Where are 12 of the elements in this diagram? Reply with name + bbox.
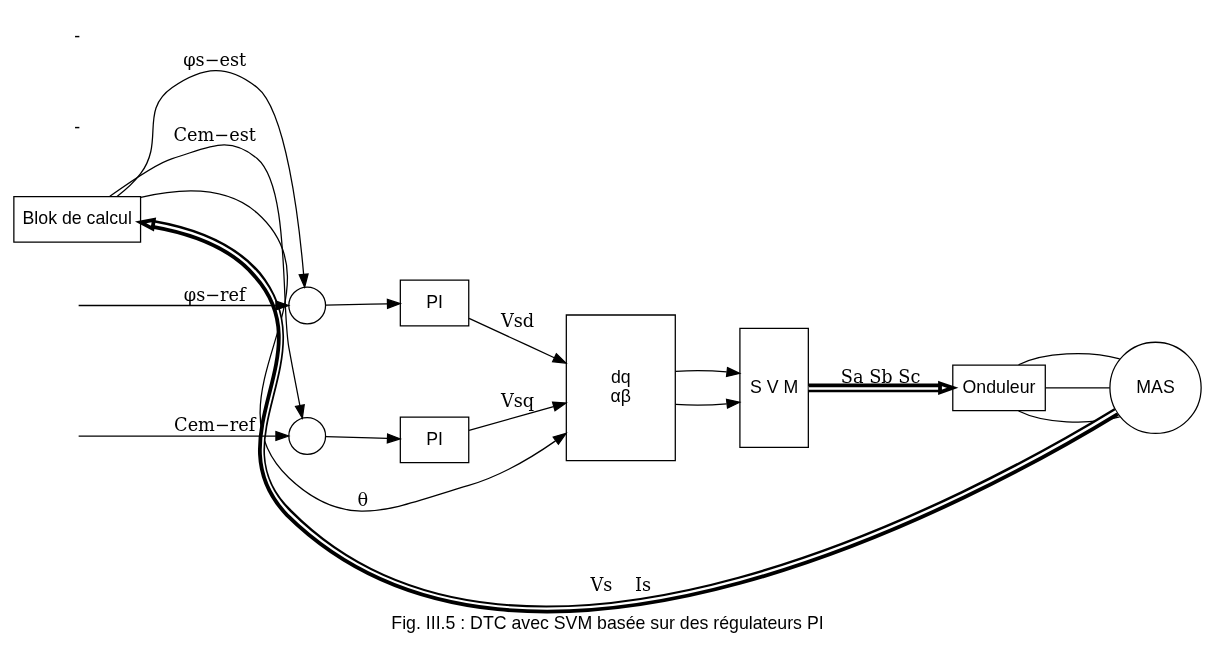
edge-label: Vs Is [590, 574, 652, 595]
edge-label: Cem−ref [174, 415, 256, 436]
edge-label: Cem−est [173, 125, 256, 146]
label: - [74, 25, 81, 46]
edge-label: φs−ref [183, 284, 246, 305]
edge-label: Sa Sb Sc [840, 367, 921, 388]
edge-label: Vsd [500, 311, 535, 332]
edge-label: Vsq [500, 391, 535, 412]
edge-label: φs−est [183, 50, 247, 71]
edge-label: θ [357, 489, 369, 510]
caption: Fig. III.5 : DTC avec SVM basée sur des régulateurs PI [391, 613, 824, 634]
label: - [74, 116, 81, 137]
